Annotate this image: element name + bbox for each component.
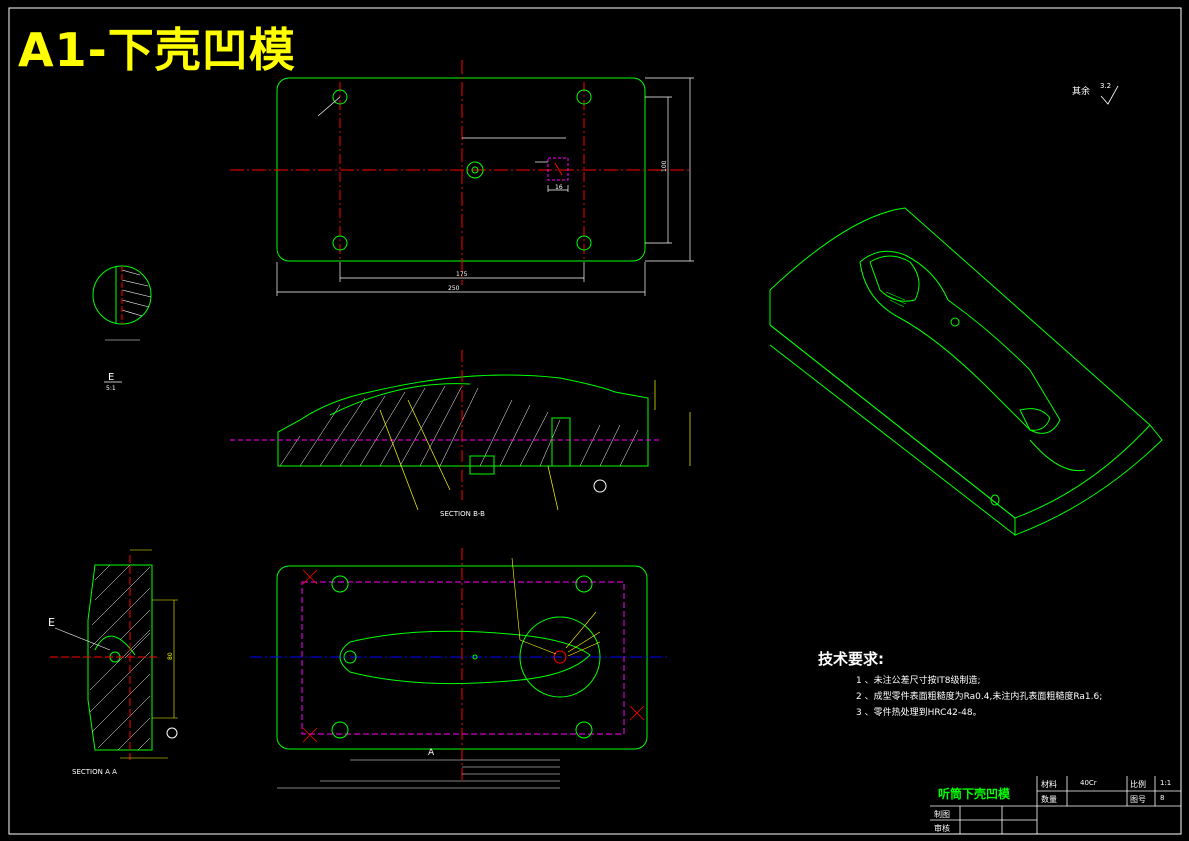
detail-hatch — [121, 269, 152, 317]
detail-label: E — [108, 372, 114, 383]
dim-80: 80 — [167, 652, 174, 660]
section-aa-hatch — [89, 564, 151, 751]
checked-label: 审核 — [934, 824, 950, 833]
cross-markers — [302, 569, 645, 743]
bolt-hole — [576, 89, 592, 105]
scale-value: 1:1 — [1160, 779, 1172, 787]
plan-hole — [575, 575, 593, 593]
roughness-symbol — [1100, 85, 1119, 105]
top-dimensions — [276, 77, 694, 296]
dim-175: 175 — [456, 271, 468, 278]
iso-grille — [885, 291, 907, 308]
bb-bottom-hole — [469, 455, 495, 475]
plan-hole — [331, 575, 349, 593]
quantity-label: 数量 — [1041, 795, 1057, 804]
isometric-view — [769, 207, 1163, 537]
bolt-hole — [576, 235, 592, 251]
insert-mark — [554, 162, 563, 176]
tech-requirements: 技术要求: 1 、未注公差尺寸按IT8级制造; 2 、成型零件表面粗糙度为Ra0… — [818, 648, 1102, 721]
top-view: 175 250 100 16 — [230, 60, 694, 296]
iso-mouthpiece — [1019, 408, 1051, 431]
section-aa-outline — [87, 564, 153, 751]
center-hole — [466, 161, 484, 179]
section-aa-title: SECTION A A — [72, 768, 117, 776]
drawing-no-value: 8 — [1160, 794, 1165, 802]
detail-scale: 5:1 — [106, 385, 116, 392]
drawn-label: 制图 — [934, 810, 950, 819]
plan-leaders — [511, 557, 601, 657]
cavity-profile — [329, 383, 471, 416]
iso-groove — [1029, 439, 1086, 472]
dim-100: 100 — [661, 160, 668, 172]
material-label: 材料 — [1041, 780, 1057, 789]
title-block-grid — [930, 776, 1181, 834]
iso-front — [1014, 424, 1163, 536]
view-symbol — [593, 479, 607, 493]
aa-dims — [120, 549, 178, 759]
earpiece-circle — [519, 616, 601, 698]
sheet-border — [8, 7, 1182, 835]
cavity-outline — [339, 630, 591, 685]
bolt-hole — [332, 235, 348, 251]
detail-e: E 5:1 — [92, 265, 152, 392]
label-e: E — [48, 616, 55, 629]
iso-side — [769, 290, 1016, 537]
section-bb: SECTION B-B — [230, 350, 691, 518]
insert-section — [551, 417, 571, 467]
insert-pocket — [547, 157, 569, 181]
part-name: 听筒下壳凹模 — [938, 787, 1011, 801]
iso-hole — [950, 317, 960, 327]
tech-item: 3 、零件热处理到HRC42-48。 — [856, 708, 982, 718]
iso-top-face — [769, 207, 1151, 519]
tech-item: 1 、未注公差尺寸按IT8级制造; — [856, 676, 981, 686]
center-hole-inner — [471, 166, 479, 174]
bb-leaders — [379, 380, 691, 511]
iso-earpiece — [869, 255, 920, 302]
roughness-note: 其余 — [1072, 87, 1091, 97]
section-bb-title: SECTION B-B — [440, 510, 485, 518]
material-value: 40Cr — [1080, 779, 1097, 787]
drawing-no-label: 图号 — [1130, 795, 1146, 804]
section-aa: E 80 SECTION A A — [48, 549, 178, 776]
aa-view-symbol — [166, 727, 178, 739]
scale-label: 比例 — [1130, 780, 1146, 789]
bolt-hole — [332, 89, 348, 105]
iso-side-hole — [990, 494, 1000, 506]
plan-hidden-frame — [301, 581, 625, 735]
tech-heading: 技术要求: — [818, 650, 884, 668]
plan-hole — [575, 721, 593, 739]
tech-item: 2 、成型零件表面粗糙度为Ra0.4,未注内孔表面粗糙度Ra1.6; — [856, 692, 1103, 702]
mic-hole — [343, 650, 357, 664]
drawing-title: A1-下壳凹模 — [18, 23, 296, 77]
dim-250: 250 — [448, 285, 460, 292]
earpiece-center — [553, 650, 567, 664]
section-bb-outline — [277, 374, 649, 467]
section-bb-hatch — [279, 385, 639, 467]
iso-handset-cavity — [859, 250, 1061, 434]
plan-dims — [277, 759, 560, 789]
plan-view: A — [250, 548, 670, 789]
plan-a-mark: A — [428, 748, 435, 758]
dim-16: 16 — [555, 184, 563, 191]
plan-hole — [331, 721, 349, 739]
roughness-value: 3.2 — [1100, 82, 1112, 90]
